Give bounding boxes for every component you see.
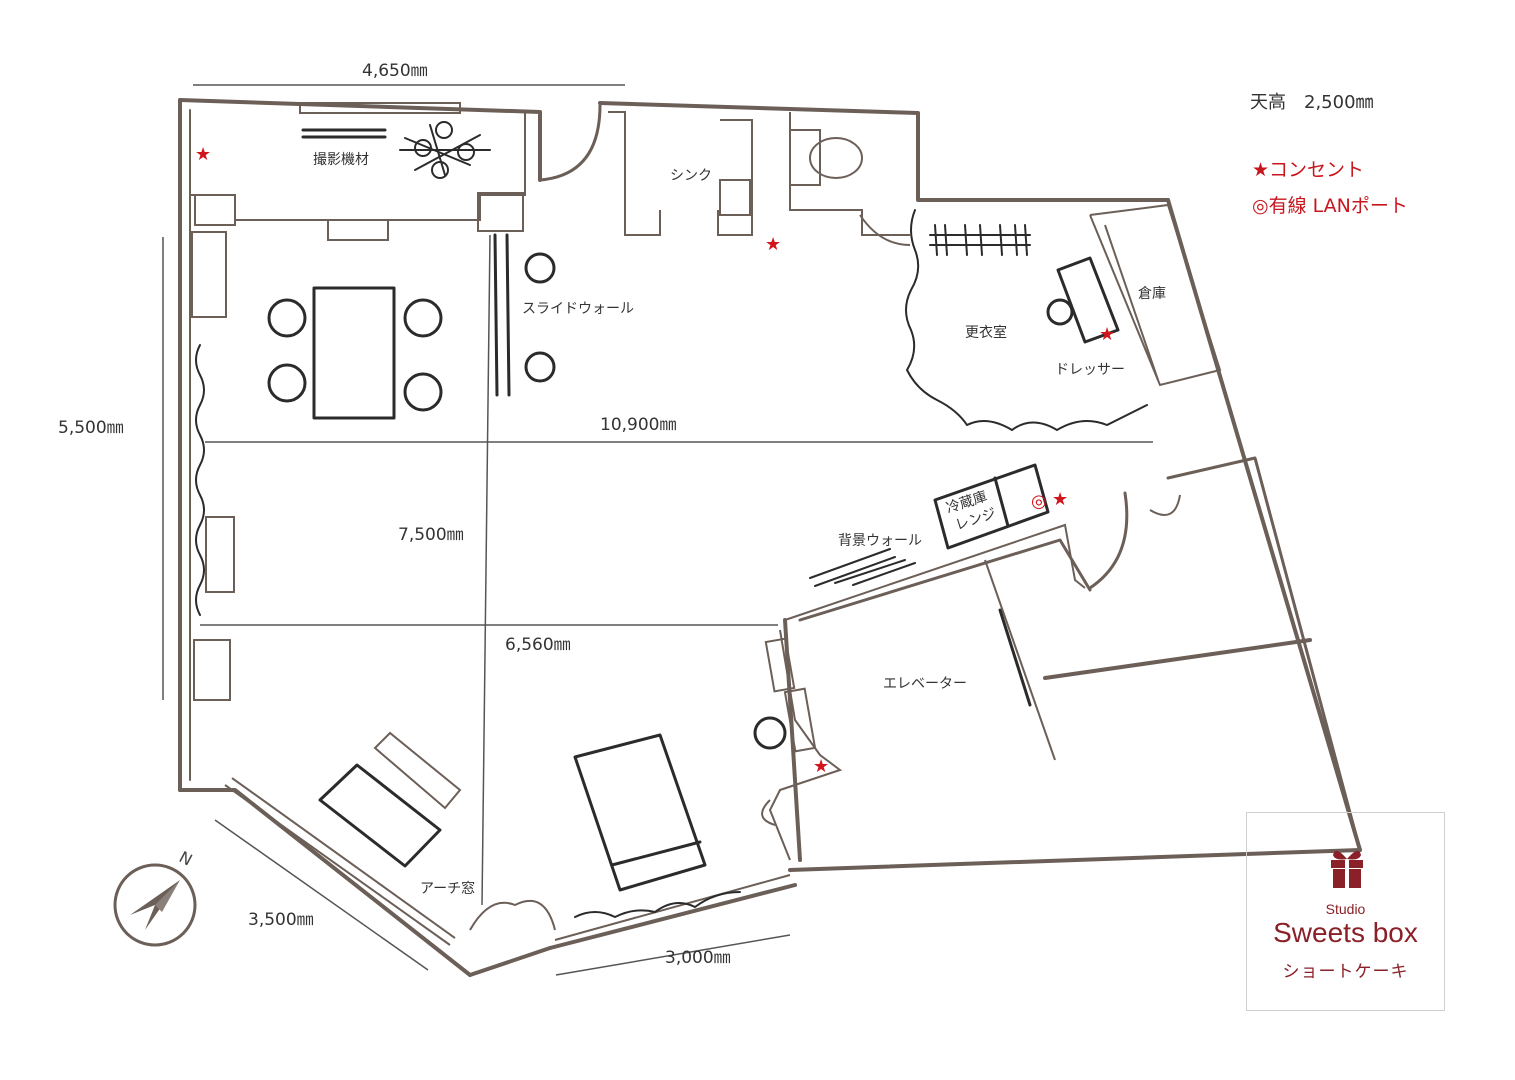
lan-port-icon: ◎ xyxy=(1031,491,1047,512)
dresser-stool xyxy=(1046,298,1074,326)
dim-center-height: 7,500㎜ xyxy=(398,525,464,545)
dimension-lines xyxy=(162,84,1153,976)
dressing-curtain xyxy=(905,209,1148,432)
studio-logo: Studio Sweets box ショートケーキ xyxy=(1246,812,1445,1011)
left-shelf-1 xyxy=(191,231,227,318)
label-dressing-room: 更衣室 xyxy=(965,324,1007,341)
outlet-markers: ★ ★ ★ ★ ★ ◎ xyxy=(195,144,1115,777)
arch-outline xyxy=(469,900,556,931)
outlet-star-icon: ★ xyxy=(195,144,211,165)
dim-top-width: 4,650㎜ xyxy=(362,61,428,81)
outlet-star-icon: ★ xyxy=(813,756,829,777)
bed xyxy=(573,733,707,892)
furniture xyxy=(267,121,916,919)
logo-sub: ショートケーキ xyxy=(1282,962,1409,982)
legend-outlet: ★コンセント xyxy=(1252,159,1365,181)
compass-north-label: N xyxy=(176,847,195,869)
dim-lower-width: 6,560㎜ xyxy=(505,635,571,655)
dim-window-left: 3,500㎜ xyxy=(248,910,314,930)
label-arch-window: アーチ窓 xyxy=(420,880,475,897)
outer-walls xyxy=(178,98,1362,977)
dim-left-height: 5,500㎜ xyxy=(58,418,124,438)
toilet-tank xyxy=(789,129,821,186)
doors xyxy=(538,103,1181,826)
left-shelf-2 xyxy=(205,516,235,593)
window-curtain xyxy=(574,891,741,919)
label-sink: シンク xyxy=(670,168,712,184)
dim-middle-width: 10,900㎜ xyxy=(600,415,676,435)
outlet-star-icon: ★ xyxy=(1099,324,1115,345)
logo-studio: Studio xyxy=(1325,901,1366,917)
compass: N xyxy=(113,847,197,947)
label-dresser: ドレッサー xyxy=(1055,362,1125,378)
fridge-microwave xyxy=(933,463,1050,550)
sofa-table xyxy=(373,731,462,810)
inner-walls xyxy=(190,102,1362,949)
light-stands xyxy=(399,121,491,179)
label-background-wall: 背景ウォール xyxy=(838,533,922,549)
toilet-bowl xyxy=(809,137,863,179)
dining-table xyxy=(312,286,396,420)
logo-name: Sweets box xyxy=(1273,917,1418,948)
label-equipment: 撮影機材 xyxy=(313,151,369,168)
ceiling-height: 天高 2,500㎜ xyxy=(1250,92,1374,113)
legend-lan-port: ◎有線 LANポート xyxy=(1252,195,1408,217)
dresser xyxy=(1056,256,1120,344)
outlet-star-icon: ★ xyxy=(765,234,781,255)
label-elevator: エレベーター xyxy=(883,676,967,692)
sofa xyxy=(318,763,442,868)
label-slide-wall: スライドウォール xyxy=(522,301,634,317)
dim-window-right: 3,000㎜ xyxy=(665,948,731,968)
left-shelf-3 xyxy=(193,639,231,701)
left-curtain xyxy=(195,344,205,616)
label-storage: 倉庫 xyxy=(1138,285,1166,302)
outlet-star-icon: ★ xyxy=(1052,489,1068,510)
compass-ring xyxy=(113,863,197,947)
gift-box-icon xyxy=(1331,850,1363,888)
